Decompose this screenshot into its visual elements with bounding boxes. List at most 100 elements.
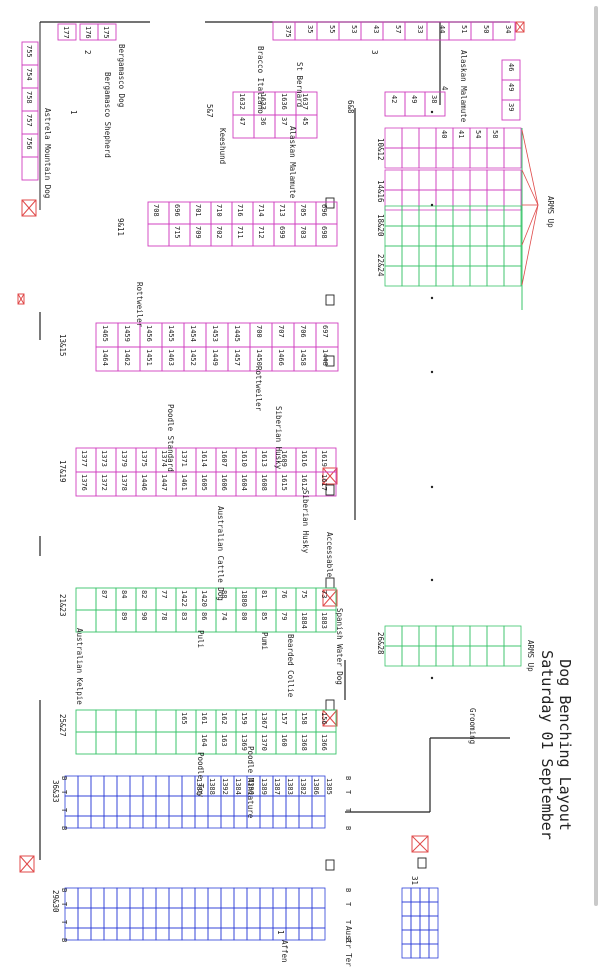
bench-cell: [95, 709, 117, 733]
bench-letter: T: [344, 920, 352, 925]
bench-cell: [175, 731, 197, 755]
pillars: [325, 197, 427, 871]
bench-number: 47: [238, 117, 246, 125]
bench-number: 1449: [211, 349, 219, 366]
grid-cell: [503, 169, 522, 191]
bench-number: 159: [240, 712, 248, 725]
bench-number: 34: [504, 25, 512, 33]
breed-label: Bergamasco Dog: [117, 44, 126, 107]
grid-cell: [410, 901, 421, 917]
bench-number: 57: [394, 25, 402, 33]
group-label: 18&20: [376, 214, 385, 237]
grid-cell: [233, 887, 248, 909]
grid-cell: [435, 225, 454, 247]
dot: [430, 370, 434, 374]
grid-cell: [90, 795, 105, 817]
bench-number: 1608: [260, 474, 268, 491]
bench-number: 706: [299, 325, 307, 338]
pillar: [325, 197, 335, 209]
grid-cell: [103, 927, 118, 941]
bench-number: 758: [25, 91, 33, 104]
pink-mid-bench: 6966987057037136997147127167117107027017…: [147, 201, 338, 247]
bench-number: 1448: [321, 349, 329, 366]
bench-letter: T: [344, 790, 352, 795]
grid-cell: [503, 205, 522, 227]
grid-cell: [486, 189, 505, 211]
grid-cell: [272, 907, 287, 929]
grid-cell: [129, 815, 144, 829]
bench-number: 1447: [160, 474, 168, 491]
grid-cell: [418, 169, 437, 191]
grid-cell: [168, 795, 183, 817]
bench-number: 1464: [101, 349, 109, 366]
grid-cell: [77, 815, 92, 829]
pillar: [417, 857, 427, 869]
grid-cell: [401, 645, 420, 667]
grid-cell: [77, 927, 92, 941]
grid-cell: [503, 245, 522, 267]
grid-cell: [272, 887, 287, 909]
bench-number: 1383: [286, 778, 294, 795]
grid-cell: [486, 265, 505, 287]
grid-cell: [435, 205, 454, 227]
grid-cell: [168, 815, 183, 829]
scrollbar[interactable]: [594, 6, 598, 906]
bench-cell: [75, 731, 97, 755]
breed-label: Rottweiler: [135, 282, 144, 328]
grid-cell: [428, 901, 439, 917]
grid-cell: [181, 887, 196, 909]
bench-number: 754: [25, 68, 33, 81]
grid-cell: [77, 887, 92, 909]
grid-cell: [384, 245, 403, 267]
grid-cell: [419, 901, 430, 917]
grid-cell: [311, 907, 326, 929]
bench-number: 39: [507, 103, 515, 111]
grid-cell: [401, 265, 420, 287]
grid-cell: [90, 887, 105, 909]
bench-number: 1386: [312, 778, 320, 795]
bench-number: 1452: [189, 349, 197, 366]
bench-number: 1374: [160, 450, 168, 467]
bench-number: 1392: [221, 778, 229, 795]
grid-cell: [181, 795, 196, 817]
grid-cell: [401, 245, 420, 267]
grid-cell: [418, 265, 437, 287]
bench-number: 175: [102, 26, 110, 39]
grid-cell: [103, 815, 118, 829]
bench-number: 53: [350, 25, 358, 33]
rottweiler-bench: 6971448706145870714667001450144514571453…: [95, 322, 339, 372]
bench-number: 1613: [260, 450, 268, 467]
grid-cell: [486, 645, 505, 667]
group-label: 3: [370, 50, 379, 55]
grid-cell: [469, 245, 488, 267]
bench-number: 1612: [300, 474, 308, 491]
exit-marker: [322, 467, 338, 485]
bench-cell: [57, 23, 77, 41]
bench-number: 1456: [145, 325, 153, 342]
grid-cell: [503, 189, 522, 211]
grid-cell: [285, 815, 300, 829]
grid-cell: [64, 907, 79, 929]
bench-number: 1381: [195, 778, 203, 795]
breed-label: Alaskan Malamute: [288, 126, 297, 199]
grid-cell: [194, 815, 209, 829]
breed-label: St Bernard: [295, 62, 304, 107]
bench-number: 700: [255, 325, 263, 338]
bench-number: 84: [120, 590, 128, 598]
bench-number: 1377: [80, 450, 88, 467]
grid-cell: [259, 887, 274, 909]
bench-number: 76: [280, 590, 288, 598]
bench-number: 1384: [234, 778, 242, 795]
bench-number: 1388: [208, 778, 216, 795]
arms-up-label: ARMS Up: [526, 640, 535, 672]
bench-number: 697: [321, 325, 329, 338]
breed-label: Bergamasco Shepherd: [103, 72, 112, 158]
bench-number: 1614: [200, 450, 208, 467]
grid-cell: [452, 245, 471, 267]
grid-cell: [298, 887, 313, 909]
bench-number: 1458: [299, 349, 307, 366]
title-line-1: Dog Benching Layout: [556, 659, 574, 831]
grid-cell: [129, 795, 144, 817]
